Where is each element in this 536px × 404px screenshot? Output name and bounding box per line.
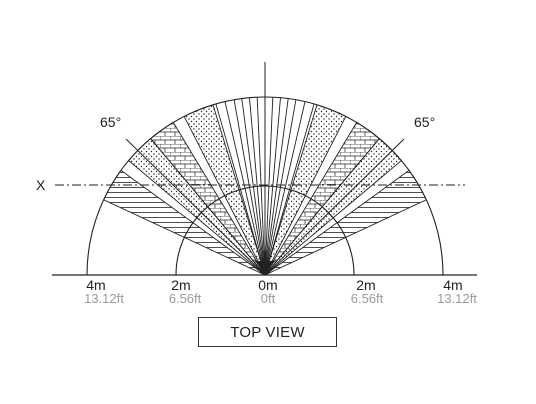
top-view-title: TOP VIEW [198, 317, 337, 347]
distance-label-ft-1: 6.56ft [169, 291, 202, 306]
angle-line-right [264, 138, 405, 276]
angle-line-left [125, 138, 266, 276]
distance-label-m-2: 0m [258, 277, 277, 293]
angle-label-left: 65° [100, 114, 121, 130]
detection-zones [103, 104, 427, 276]
angle-label-right: 65° [414, 114, 435, 130]
distance-label-ft-3: 6.56ft [351, 291, 384, 306]
distance-label-m-1: 2m [171, 277, 190, 293]
distance-label-m-3: 2m [356, 277, 375, 293]
x-axis-label: X [36, 177, 46, 193]
distance-label-m-4: 4m [443, 277, 462, 293]
distance-label-ft-4: 13.12ft [437, 291, 477, 306]
distance-label-m-0: 4m [86, 277, 105, 293]
outer-arc-4m [86, 96, 444, 276]
distance-label-ft-0: 13.12ft [84, 291, 124, 306]
distance-label-ft-2: 0ft [261, 291, 276, 306]
inner-arc-2m [175, 185, 355, 276]
